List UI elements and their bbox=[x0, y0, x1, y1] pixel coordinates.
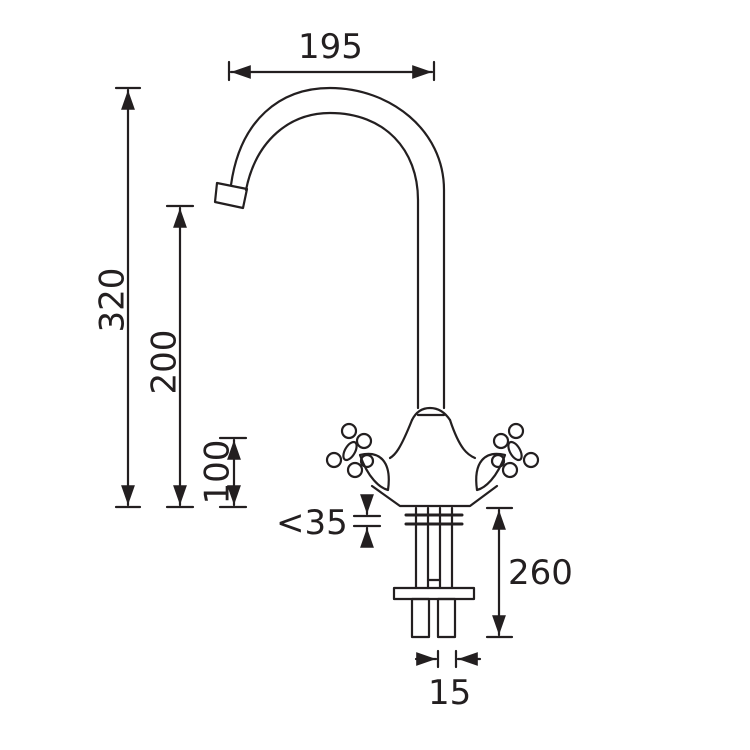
label-195: 195 bbox=[298, 27, 363, 67]
label-320: 320 bbox=[92, 267, 133, 333]
dimension-line-195 bbox=[227, 60, 436, 82]
dimension-line-15 bbox=[414, 649, 482, 669]
tap-body bbox=[370, 418, 499, 508]
dimension-line-35 bbox=[352, 494, 382, 548]
supply-tails bbox=[410, 597, 457, 639]
label-260: 260 bbox=[508, 553, 573, 593]
body-collar bbox=[410, 406, 452, 422]
left-cross-handle bbox=[325, 422, 390, 492]
label-35: <35 bbox=[276, 503, 348, 543]
dimension-line-260 bbox=[485, 506, 514, 639]
dimension-line-320 bbox=[114, 86, 142, 509]
label-100: 100 bbox=[197, 439, 238, 505]
washers bbox=[404, 506, 464, 530]
label-200: 200 bbox=[144, 329, 185, 395]
right-cross-handle bbox=[475, 422, 540, 492]
spout bbox=[213, 86, 446, 410]
label-15: 15 bbox=[428, 673, 472, 713]
dimension-line-200 bbox=[165, 204, 195, 509]
threaded-shank bbox=[414, 526, 454, 590]
backnut-plate bbox=[392, 586, 476, 601]
dimension-line-100 bbox=[218, 436, 248, 509]
